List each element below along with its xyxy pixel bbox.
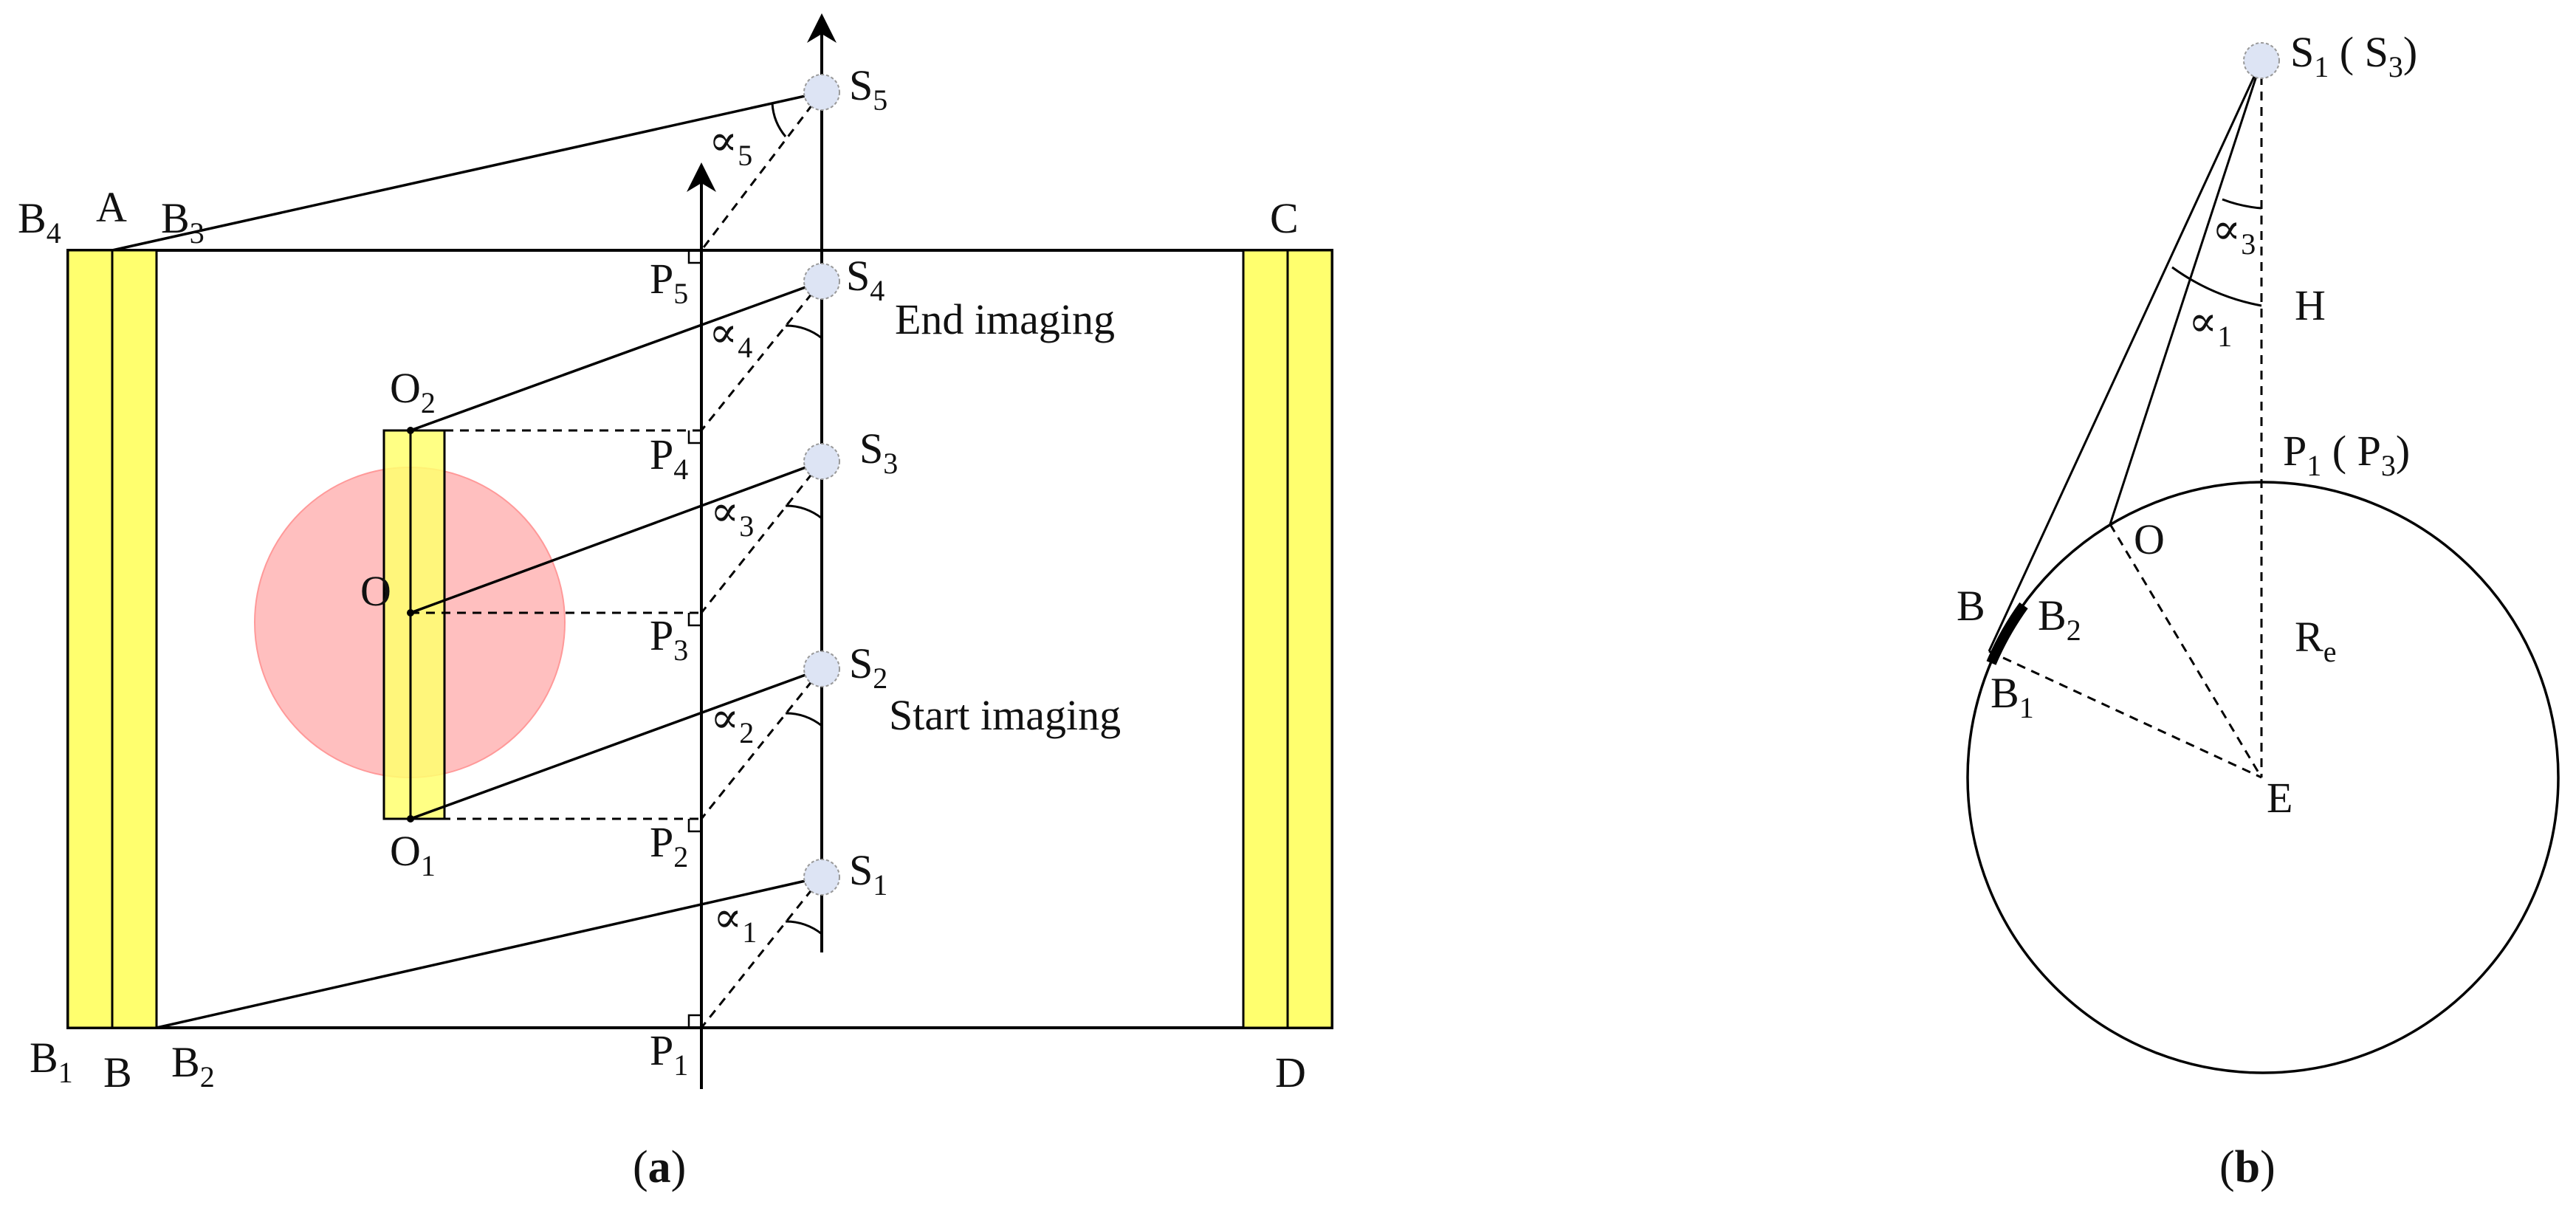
swath-b1-b2-arc	[1986, 602, 2028, 665]
right-angle-p3	[687, 613, 701, 627]
label-p5: P5	[650, 255, 688, 310]
label-b-h: H	[2295, 281, 2326, 329]
label-alpha3: ∝3	[710, 487, 754, 543]
dashed-b1-e	[1988, 650, 2262, 779]
label-s4: S4	[846, 252, 885, 307]
dashed-o-e	[2109, 523, 2263, 778]
label-b-o: O	[2134, 515, 2165, 563]
look-line-s4	[410, 280, 822, 432]
angle-arc-2	[785, 712, 822, 727]
angle-arc-5	[771, 103, 787, 137]
dashed-s3-p3	[700, 461, 823, 614]
label-b1: B1	[30, 1034, 73, 1089]
angle-arc-b-alpha1	[2171, 266, 2262, 307]
label-o: O	[360, 567, 391, 615]
look-line-s5	[111, 91, 822, 252]
satellite-s4	[803, 263, 840, 300]
angle-arc-3	[785, 504, 822, 520]
label-b-alpha3: ∝3	[2212, 205, 2256, 261]
end-imaging-label: End imaging	[895, 295, 1115, 343]
label-alpha5: ∝5	[709, 117, 752, 172]
look-line-s1-o	[2109, 60, 2263, 525]
label-p3: P3	[650, 611, 688, 667]
label-b-alpha1: ∝1	[2188, 298, 2232, 353]
label-b-b: B	[1957, 582, 1985, 630]
label-b-re: Re	[2295, 613, 2336, 668]
point-o2-dot	[407, 427, 414, 434]
label-s2: S2	[849, 639, 887, 695]
look-line-s1	[156, 876, 822, 1029]
panel-a-caption: (a)	[633, 1142, 686, 1192]
strip-ab-left	[66, 249, 114, 1029]
satellite-s3	[803, 443, 840, 480]
right-angle-p4	[687, 430, 701, 444]
label-o1: O1	[390, 827, 436, 882]
label-b-s1-s3: S1 ( S3)	[2290, 28, 2417, 83]
label-alpha1: ∝1	[713, 893, 757, 949]
label-b: B	[103, 1048, 132, 1096]
point-o-dot	[407, 609, 414, 617]
label-alpha2: ∝2	[710, 694, 754, 749]
look-line-s3	[410, 460, 822, 614]
angle-arc-1	[785, 920, 822, 935]
earth-circle	[1966, 481, 2560, 1074]
panel-b: S1 ( S3) ∝3 ∝1 H P1 ( P3) O Re B B2 B1 E…	[1957, 28, 2560, 1192]
label-s3: S3	[859, 425, 898, 480]
label-o2: O2	[390, 364, 436, 419]
point-o1-dot	[407, 815, 414, 823]
right-angle-p5	[687, 250, 701, 264]
label-b4: B4	[18, 194, 61, 250]
label-a: A	[96, 183, 127, 231]
label-d: D	[1275, 1048, 1306, 1096]
satellite-s2	[803, 650, 840, 687]
label-s1: S1	[849, 846, 887, 902]
satellite-b-s1	[2243, 42, 2280, 79]
angle-arc-4	[785, 324, 822, 340]
angle-arc-b-alpha3	[2222, 198, 2262, 210]
start-imaging-label: Start imaging	[889, 691, 1121, 739]
label-b-b1: B1	[1991, 669, 2034, 724]
label-c: C	[1270, 194, 1299, 242]
satellite-s5	[803, 74, 840, 111]
dashed-s2-p2	[700, 668, 823, 820]
target-strip-left	[382, 429, 412, 820]
label-b3: B3	[161, 194, 205, 250]
label-alpha4: ∝4	[709, 309, 752, 364]
strip-cd-right	[1286, 249, 1333, 1029]
satellite-s1	[803, 859, 840, 896]
panel-a: A B C D B4 B3 B1 B2 S5 S4 S3 S2 S1 P5 P4…	[18, 13, 1333, 1192]
strip-ab-right	[111, 249, 158, 1029]
right-angle-p2	[687, 819, 701, 833]
right-angle-p1	[687, 1014, 701, 1028]
label-b2: B2	[171, 1038, 215, 1093]
target-strip-right	[409, 429, 446, 820]
label-s5: S5	[849, 61, 887, 117]
look-line-s1-b	[1988, 60, 2263, 652]
label-p4: P4	[650, 430, 688, 486]
panel-b-caption: (b)	[2219, 1142, 2276, 1192]
label-b-e: E	[2267, 774, 2292, 822]
dashed-s1-p1	[700, 876, 823, 1029]
look-line-s2	[410, 667, 822, 820]
strip-cd-left	[1242, 249, 1289, 1029]
label-b-p1-p3: P1 ( P3)	[2283, 427, 2410, 482]
dashed-s4-p4	[700, 281, 823, 431]
label-p1: P1	[650, 1026, 688, 1082]
label-p2: P2	[650, 818, 688, 873]
label-b-b2: B2	[2038, 591, 2081, 647]
dashed-s5-p5	[700, 92, 823, 251]
